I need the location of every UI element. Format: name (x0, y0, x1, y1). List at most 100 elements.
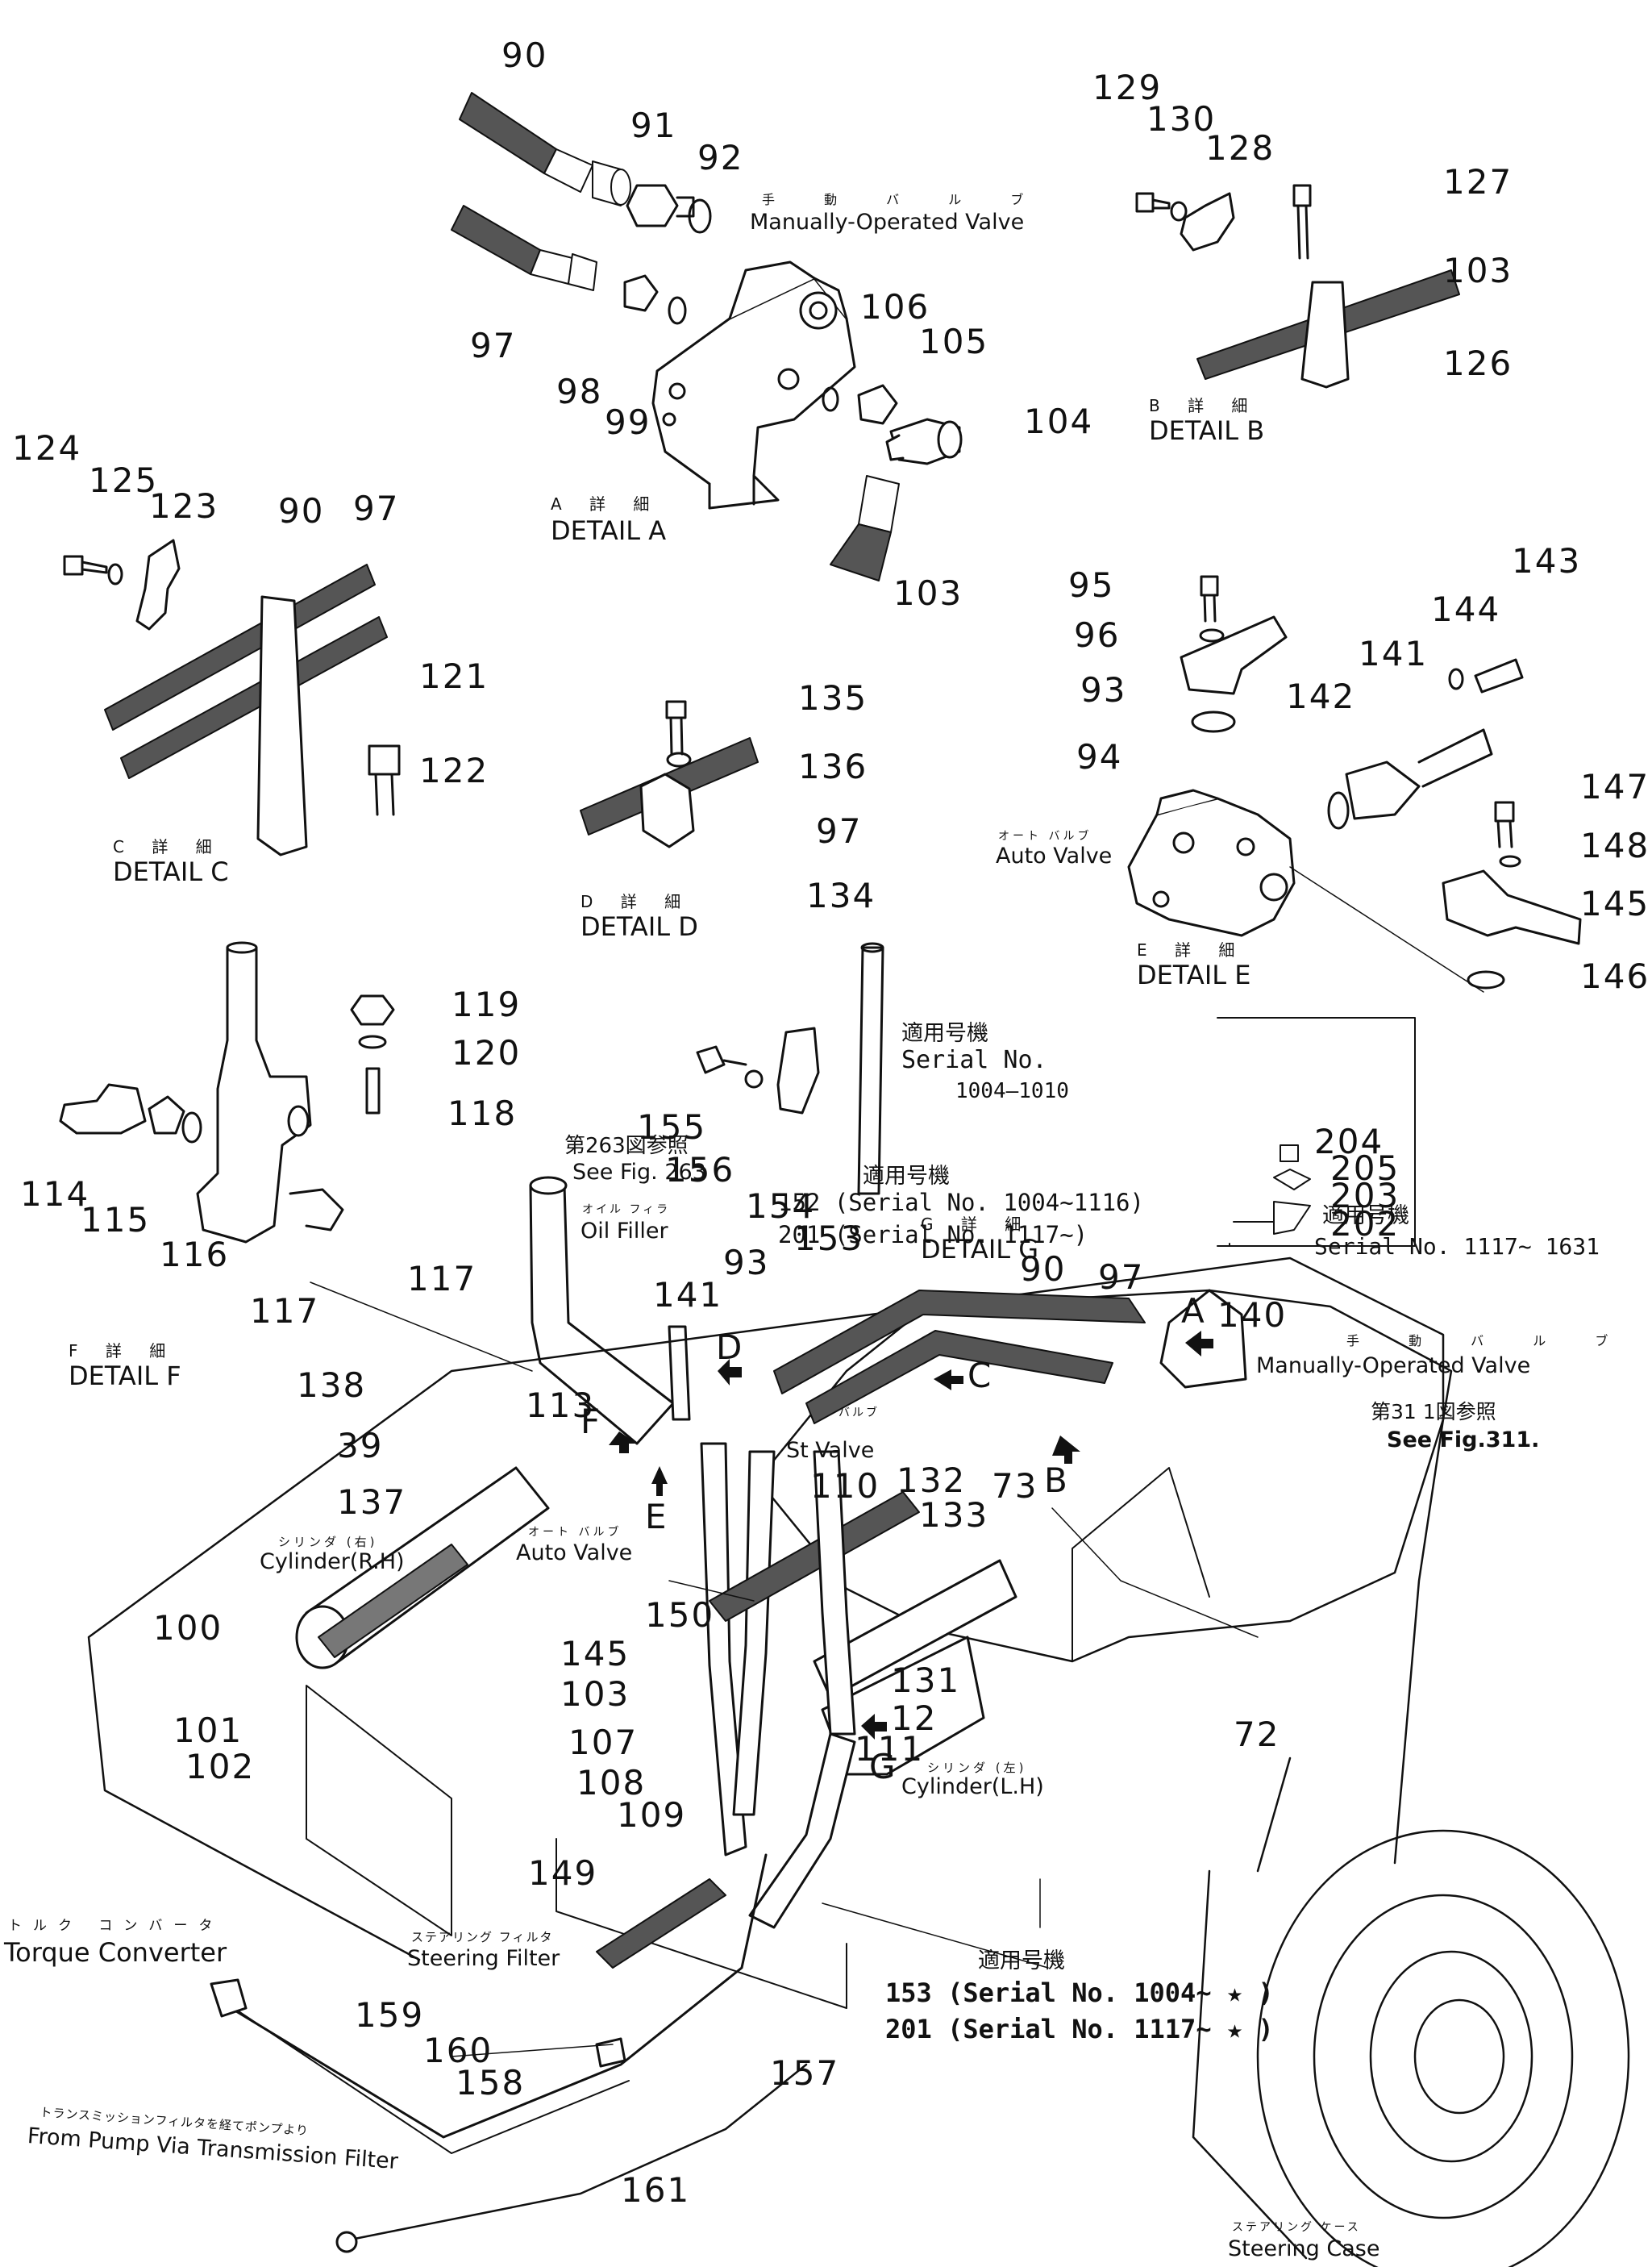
detail-f-title: DETAIL F (69, 1361, 181, 1391)
bolt-127 (1292, 184, 1312, 260)
detail-d-jp: D 詳 細 (580, 892, 693, 911)
detail-c-drawing (63, 539, 401, 856)
clamp-154 (776, 1027, 820, 1115)
clamp-134 (639, 773, 695, 848)
part-number-153: 153 (794, 1219, 864, 1258)
machine-frame (87, 1256, 1445, 1961)
tube-141-main (668, 1325, 691, 1421)
torque-converter-fitting (210, 1978, 248, 2018)
detail-d-drawing (580, 700, 759, 848)
elbow-114 (59, 1083, 147, 1135)
part-number-110: 110 (810, 1466, 880, 1506)
serial-g-jp: 適用号機 (901, 1021, 988, 1046)
part-number-96: 96 (1074, 615, 1121, 655)
part-number-99: 99 (605, 402, 651, 442)
serial-g-label: Serial No. (901, 1046, 1047, 1074)
elbow-104 (885, 418, 963, 465)
part-number-121: 121 (419, 656, 489, 696)
part-number-93: 93 (1080, 670, 1127, 710)
breather-fitting-117 (289, 1188, 344, 1231)
main-assembly-drawing (87, 1176, 1630, 2267)
part-number-146: 146 (1580, 956, 1650, 996)
hose-157-main (748, 1732, 856, 1929)
part-number-12: 12 (891, 1698, 938, 1738)
part-number-94: 94 (1076, 737, 1123, 777)
part-number-155: 155 (637, 1107, 707, 1147)
part-number-138: 138 (297, 1365, 367, 1405)
serial-right-label: Serial No. 1117~ 1631 (1314, 1233, 1600, 1260)
washer-96 (1199, 628, 1225, 643)
o-ring-146 (1467, 970, 1505, 990)
part-number-156: 156 (665, 1150, 735, 1190)
part-number-103: 103 (1443, 251, 1513, 290)
bolt-135 (665, 700, 687, 756)
part-number-73: 73 (992, 1466, 1038, 1506)
detail-arrow-label-f: F (580, 1402, 602, 1441)
part-number-135: 135 (798, 678, 868, 718)
bracket-121 (256, 595, 308, 856)
part-number-158: 158 (456, 2063, 526, 2102)
detail-g-drawing (696, 942, 884, 1195)
part-number-97: 97 (353, 489, 400, 528)
bolt-143 (1474, 658, 1524, 694)
leader-lines (310, 1281, 1259, 2057)
part-number-202: 202 (1330, 1204, 1400, 1244)
oil-filler-label: Oil Filler (580, 1219, 668, 1244)
part-number-128: 128 (1205, 128, 1275, 168)
adapter-98 (623, 274, 659, 312)
part-number-101: 101 (173, 1711, 243, 1750)
detail-c-title: DETAIL C (113, 856, 229, 887)
part-number-92: 92 (697, 138, 744, 177)
o-ring-106 (822, 386, 839, 412)
hose-90-main (773, 1290, 1146, 1394)
stud-118 (365, 1067, 381, 1115)
part-number-159: 159 (355, 1995, 425, 2035)
oil-filler-pipe-117 (196, 941, 312, 1244)
steering-case-label: Steering Case (1228, 2236, 1380, 2261)
part-number-123: 123 (149, 486, 219, 526)
part-number-141: 141 (653, 1275, 723, 1315)
part-number-91: 91 (630, 106, 677, 145)
part-number-97: 97 (470, 326, 517, 365)
detail-arrow-label-b: B (1044, 1461, 1069, 1500)
part-number-133: 133 (919, 1495, 989, 1535)
washer-156 (744, 1069, 764, 1089)
part-number-104: 104 (1024, 402, 1094, 441)
part-number-111: 111 (855, 1729, 925, 1769)
cylinder-rh-jp: シリンダ (右) (278, 1535, 378, 1549)
part-number-97: 97 (816, 811, 863, 851)
clamp-128 (1180, 192, 1235, 252)
part-number-137: 137 (337, 1482, 407, 1522)
detail-b-title: DETAIL B (1149, 415, 1265, 446)
part-number-145: 145 (1580, 884, 1650, 923)
part-number-134: 134 (806, 876, 876, 915)
part-number-144: 144 (1431, 590, 1501, 629)
part-number-98: 98 (556, 372, 603, 411)
part-number-119: 119 (451, 985, 522, 1024)
bolt-155 (696, 1045, 747, 1074)
part-number-136: 136 (798, 747, 868, 786)
manual-valve-jp-top: 手 動 バ ル ブ (762, 192, 1047, 207)
nut-119 (350, 994, 395, 1026)
clamp-123 (135, 539, 181, 631)
part-number-130: 130 (1146, 99, 1217, 139)
detail-d-title: DETAIL D (580, 911, 698, 942)
part-number-203: 203 (1330, 1176, 1400, 1215)
st-valve-jp: バルブ (838, 1406, 880, 1419)
steering-case-drawing (1192, 1757, 1630, 2267)
st-valve-label: St Valve (786, 1438, 875, 1463)
bolt-147 (1494, 801, 1515, 848)
part-number-116: 116 (160, 1235, 230, 1274)
part-number-90: 90 (278, 491, 325, 531)
part-number-90: 90 (501, 35, 548, 75)
part-number-126: 126 (1443, 344, 1513, 383)
detail-e-drawing (1127, 575, 1582, 993)
oil-filler-main-pipe (529, 1184, 675, 1445)
part-number-132: 132 (897, 1461, 967, 1500)
elbow-93 (1180, 615, 1288, 695)
bolt-95 (1200, 575, 1219, 623)
auto-valve-label-main: Auto Valve (516, 1540, 633, 1565)
serial-main-jp: 適用号機 (863, 1164, 950, 1189)
steering-case-jp: ステアリング ケース (1232, 2221, 1361, 2234)
